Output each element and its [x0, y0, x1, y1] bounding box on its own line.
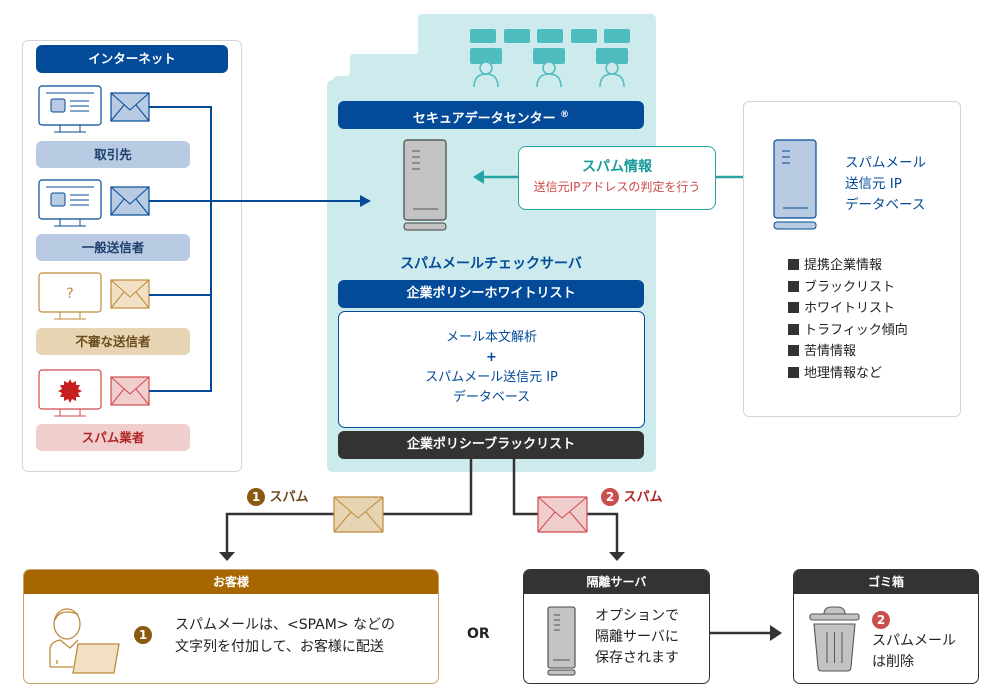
square-bullet-icon [788, 302, 799, 313]
ip-database-title-line: スパムメール [845, 155, 926, 171]
spam-info-box: スパム情報 送信元IPアドレスの判定を行う [518, 146, 716, 210]
sender-label-general: 一般送信者 [36, 234, 190, 261]
sender-label-suspicious: 不審な送信者 [36, 328, 190, 355]
route-label-text: スパム [269, 490, 309, 505]
list-item-text: トラフィック傾向 [804, 322, 908, 338]
list-item-text: ブラックリスト [804, 279, 896, 295]
route-1-label: 1 スパム [247, 486, 309, 506]
list-item: ブラックリスト [788, 277, 908, 299]
customer-box: お客様 [23, 569, 439, 684]
trash-number: 2 [872, 609, 890, 629]
monitor-question-glyph: ? [66, 286, 73, 302]
number-badge: 1 [247, 488, 265, 506]
analysis-line: データベース [452, 390, 531, 405]
arrow-right-icon [770, 625, 782, 641]
spam-check-server-label: スパムメールチェックサーバ [400, 256, 582, 272]
square-bullet-icon [788, 345, 799, 356]
quarantine-box-title: 隔離サーバ [524, 570, 709, 594]
datacenter-title: セキュアデータセンター ® [338, 101, 644, 129]
quarantine-text-line: 保存されます [595, 650, 679, 666]
monitor-document-icon [38, 85, 102, 133]
sender-label-spammer: スパム業者 [36, 424, 190, 451]
customer-text-line: 文字列を付加して、お客様に配送 [175, 639, 384, 655]
arrow-left-icon [473, 170, 484, 184]
analysis-plus: + [486, 350, 497, 365]
square-bullet-icon [788, 259, 799, 270]
customer-number: 1 [134, 624, 152, 644]
analysis-line: メール本文解析 [445, 330, 537, 345]
list-item: 提携企業情報 [788, 255, 908, 277]
trash-text: スパムメール は削除 [872, 631, 956, 673]
number-badge: 2 [601, 488, 619, 506]
envelope-icon [333, 496, 384, 533]
ip-database-list: 提携企業情報 ブラックリスト ホワイトリスト トラフィック傾向 苦情情報 地理情… [788, 255, 908, 384]
quarantine-text-line: オプションで [595, 608, 679, 624]
datacenter-title-text: セキュアデータセンター [412, 111, 556, 127]
list-item-text: 地理情報など [804, 365, 883, 381]
registered-mark: ® [560, 110, 570, 120]
number-badge: 2 [872, 611, 890, 629]
list-item: 地理情報など [788, 363, 908, 385]
sender-label-partner: 取引先 [36, 141, 190, 168]
list-item-text: 苦情情報 [804, 344, 857, 359]
trash-text-line: は削除 [872, 654, 914, 670]
sender-connector-lines [149, 106, 360, 392]
trash-box-title: ゴミ箱 [794, 570, 978, 594]
arrow-down-icon [609, 552, 625, 561]
customer-box-title: お客様 [24, 570, 438, 594]
arrow-down-icon [219, 552, 235, 561]
internet-header: インターネット [36, 45, 228, 73]
envelope-icon [110, 279, 150, 309]
arrow-right-icon [360, 195, 371, 207]
list-item-text: ホワイトリスト [804, 301, 896, 316]
spam-info-subtitle: 送信元IPアドレスの判定を行う [533, 180, 701, 194]
list-item-text: 提携企業情報 [804, 258, 883, 273]
square-bullet-icon [788, 280, 799, 292]
monitor-document-icon [38, 179, 102, 227]
customer-text-line: スパムメールは、<SPAM> などの [175, 617, 396, 633]
number-badge: 1 [134, 626, 152, 644]
square-bullet-icon [788, 323, 799, 335]
trash-text-line: スパムメール [872, 633, 956, 649]
monitor-question-icon [38, 272, 102, 320]
ip-database-title-line: データベース [845, 197, 926, 213]
square-bullet-icon [788, 366, 799, 378]
route-label-text: スパム [623, 490, 663, 505]
ip-database-title: スパムメール 送信元 IP データベース [845, 153, 926, 216]
analysis-line: スパムメール送信元 IP [425, 370, 558, 385]
customer-text: スパムメールは、<SPAM> などの 文字列を付加して、お客様に配送 [175, 614, 395, 658]
list-item: ホワイトリスト [788, 298, 908, 320]
list-item: 苦情情報 [788, 341, 908, 363]
whitelist-bar: 企業ポリシーホワイトリスト [338, 280, 644, 308]
spam-info-title: スパム情報 [582, 159, 652, 175]
envelope-icon [537, 496, 588, 533]
monitor-burst-icon [38, 369, 102, 417]
route-2-label: 2 スパム [601, 486, 663, 506]
list-item: トラフィック傾向 [788, 320, 908, 342]
analysis-box: メール本文解析 + スパムメール送信元 IP データベース [338, 311, 645, 428]
quarantine-text-line: 隔離サーバに [595, 629, 679, 645]
envelope-icon [110, 186, 150, 216]
blacklist-bar: 企業ポリシーブラックリスト [338, 431, 644, 459]
or-label: OR [467, 626, 490, 642]
ip-database-title-line: 送信元 IP [845, 176, 902, 192]
quarantine-text: オプションで 隔離サーバに 保存されます [595, 606, 679, 669]
